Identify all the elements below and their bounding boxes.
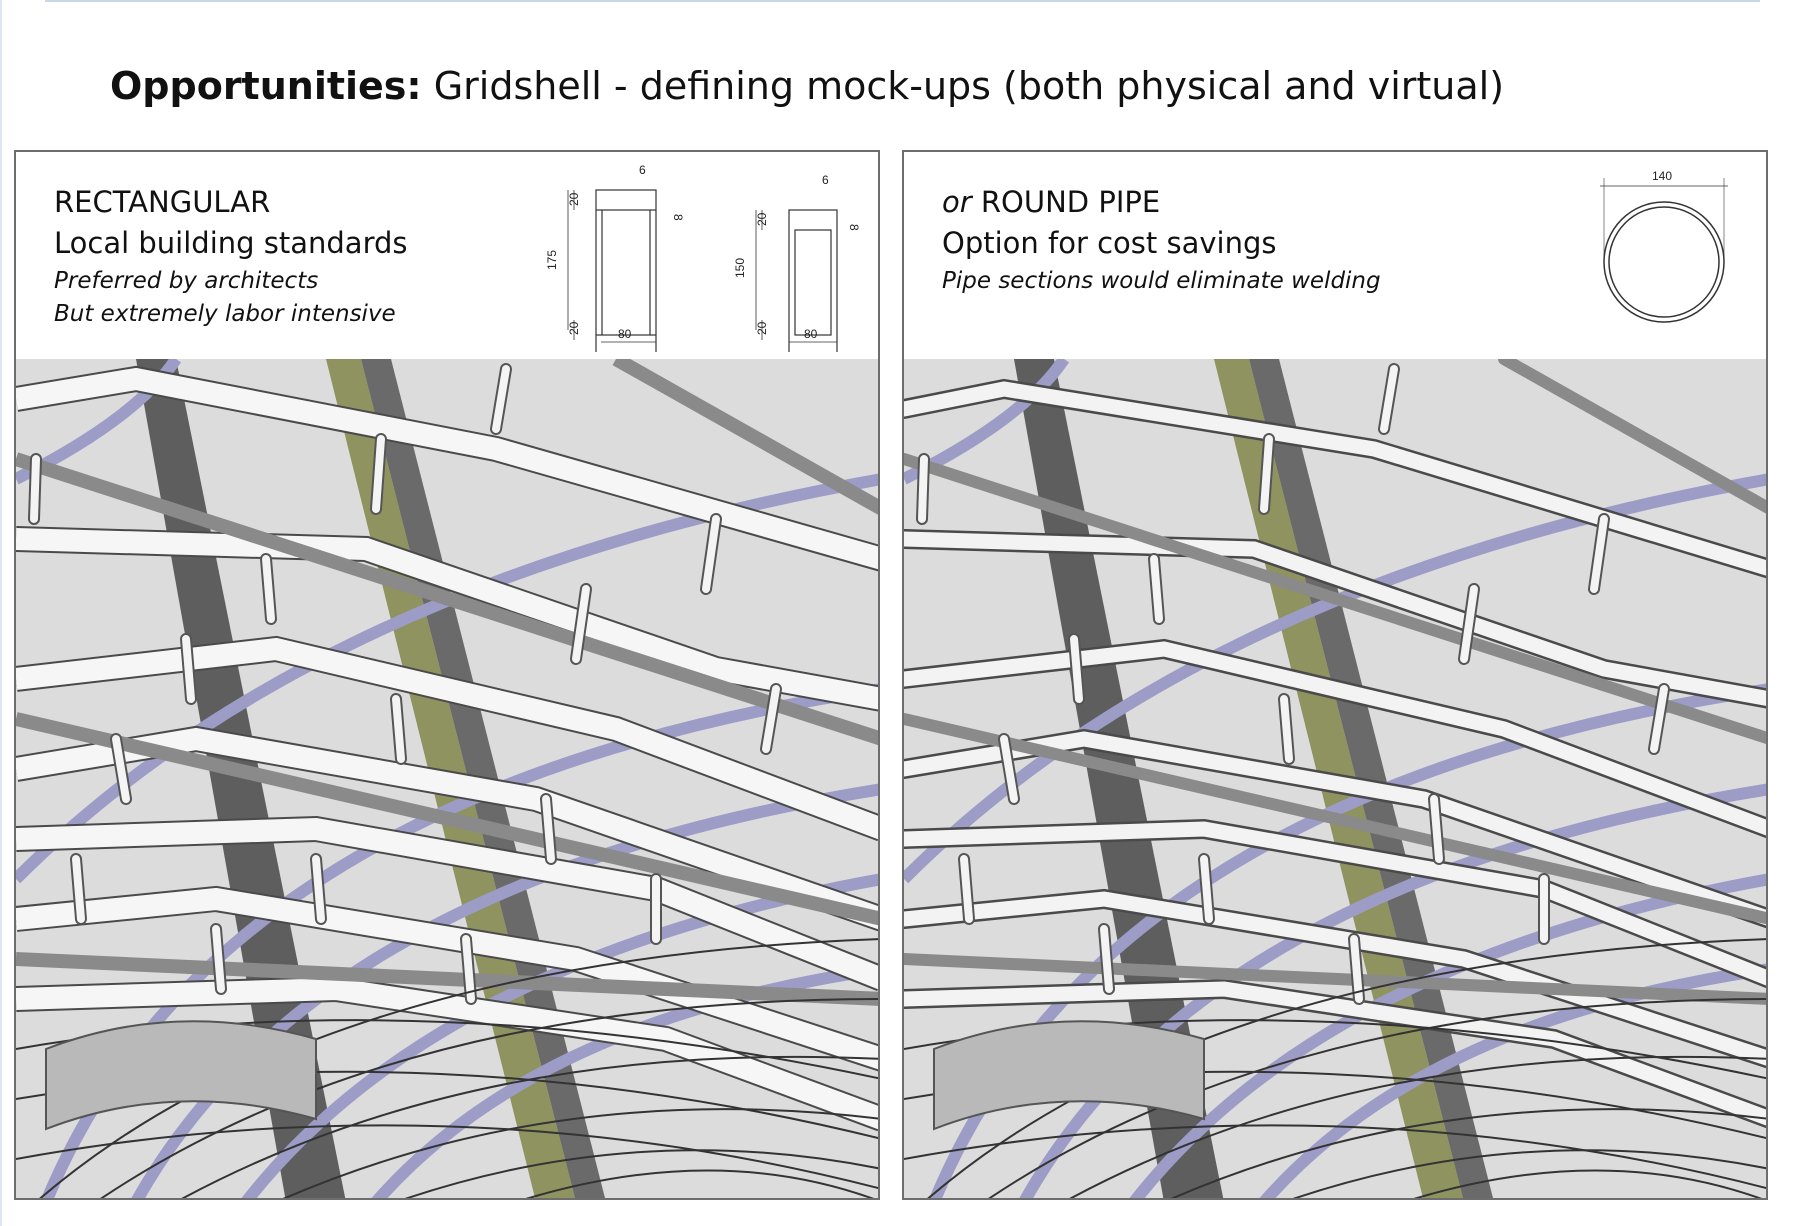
section-b-web-label: 6	[822, 173, 829, 187]
section-a-width-label: 80	[618, 327, 632, 341]
round-pipe-heading: or ROUND PIPE	[942, 185, 1160, 219]
rectangular-header: RECTANGULAR Local building standards Pre…	[16, 152, 878, 359]
section-b-width-label: 80	[804, 327, 818, 341]
title-rest: Gridshell - defining mock-ups (both phys…	[421, 64, 1505, 108]
rectangular-gridshell-illustration	[16, 359, 878, 1198]
section-a-web-label: 6	[639, 163, 646, 177]
pipe-section-drawing: 140	[1600, 169, 1728, 323]
rectangular-subheading: Local building standards	[54, 226, 408, 260]
section-a-height-label: 175	[545, 250, 559, 270]
section-a-flange-t-label: 8	[671, 214, 685, 221]
section-a-flange-top-label: 20	[567, 192, 581, 206]
round-pipe-subheading: Option for cost savings	[942, 226, 1277, 260]
round-pipe-note: Pipe sections would eliminate welding	[942, 268, 1381, 294]
rectangular-panel: RECTANGULAR Local building standards Pre…	[14, 150, 880, 1200]
left-rule	[0, 0, 2, 1226]
round-pipe-header: or ROUND PIPE Option for cost savings Pi…	[904, 152, 1766, 359]
round-pipe-panel: or ROUND PIPE Option for cost savings Pi…	[902, 150, 1768, 1200]
round-pipe-gridshell-render	[904, 359, 1766, 1198]
i-section-drawings: 6 8 20 175 20 80 6 8 20 150 20 80	[545, 163, 861, 352]
section-b-flange-top-label: 20	[755, 212, 769, 226]
rectangular-heading: RECTANGULAR	[54, 185, 271, 219]
round-pipe-gridshell-illustration	[904, 359, 1766, 1198]
rectangular-note-1: Preferred by architects	[54, 268, 319, 294]
round-pipe-heading-or: or	[942, 185, 972, 219]
section-a-flange-bottom-label: 20	[567, 321, 581, 335]
title-bold: Opportunities:	[110, 64, 422, 108]
page-title: Opportunities: Gridshell - defining mock…	[110, 64, 1504, 108]
section-b-height-label: 150	[733, 258, 747, 278]
section-b-flange-t-label: 8	[847, 224, 861, 231]
rectangular-note-2: But extremely labor intensive	[54, 301, 396, 327]
section-b-flange-bottom-label: 20	[755, 321, 769, 335]
rectangular-gridshell-render	[16, 359, 878, 1198]
top-rule	[45, 0, 1760, 2]
round-pipe-heading-text: ROUND PIPE	[971, 185, 1161, 219]
pipe-diameter-label: 140	[1652, 169, 1672, 183]
